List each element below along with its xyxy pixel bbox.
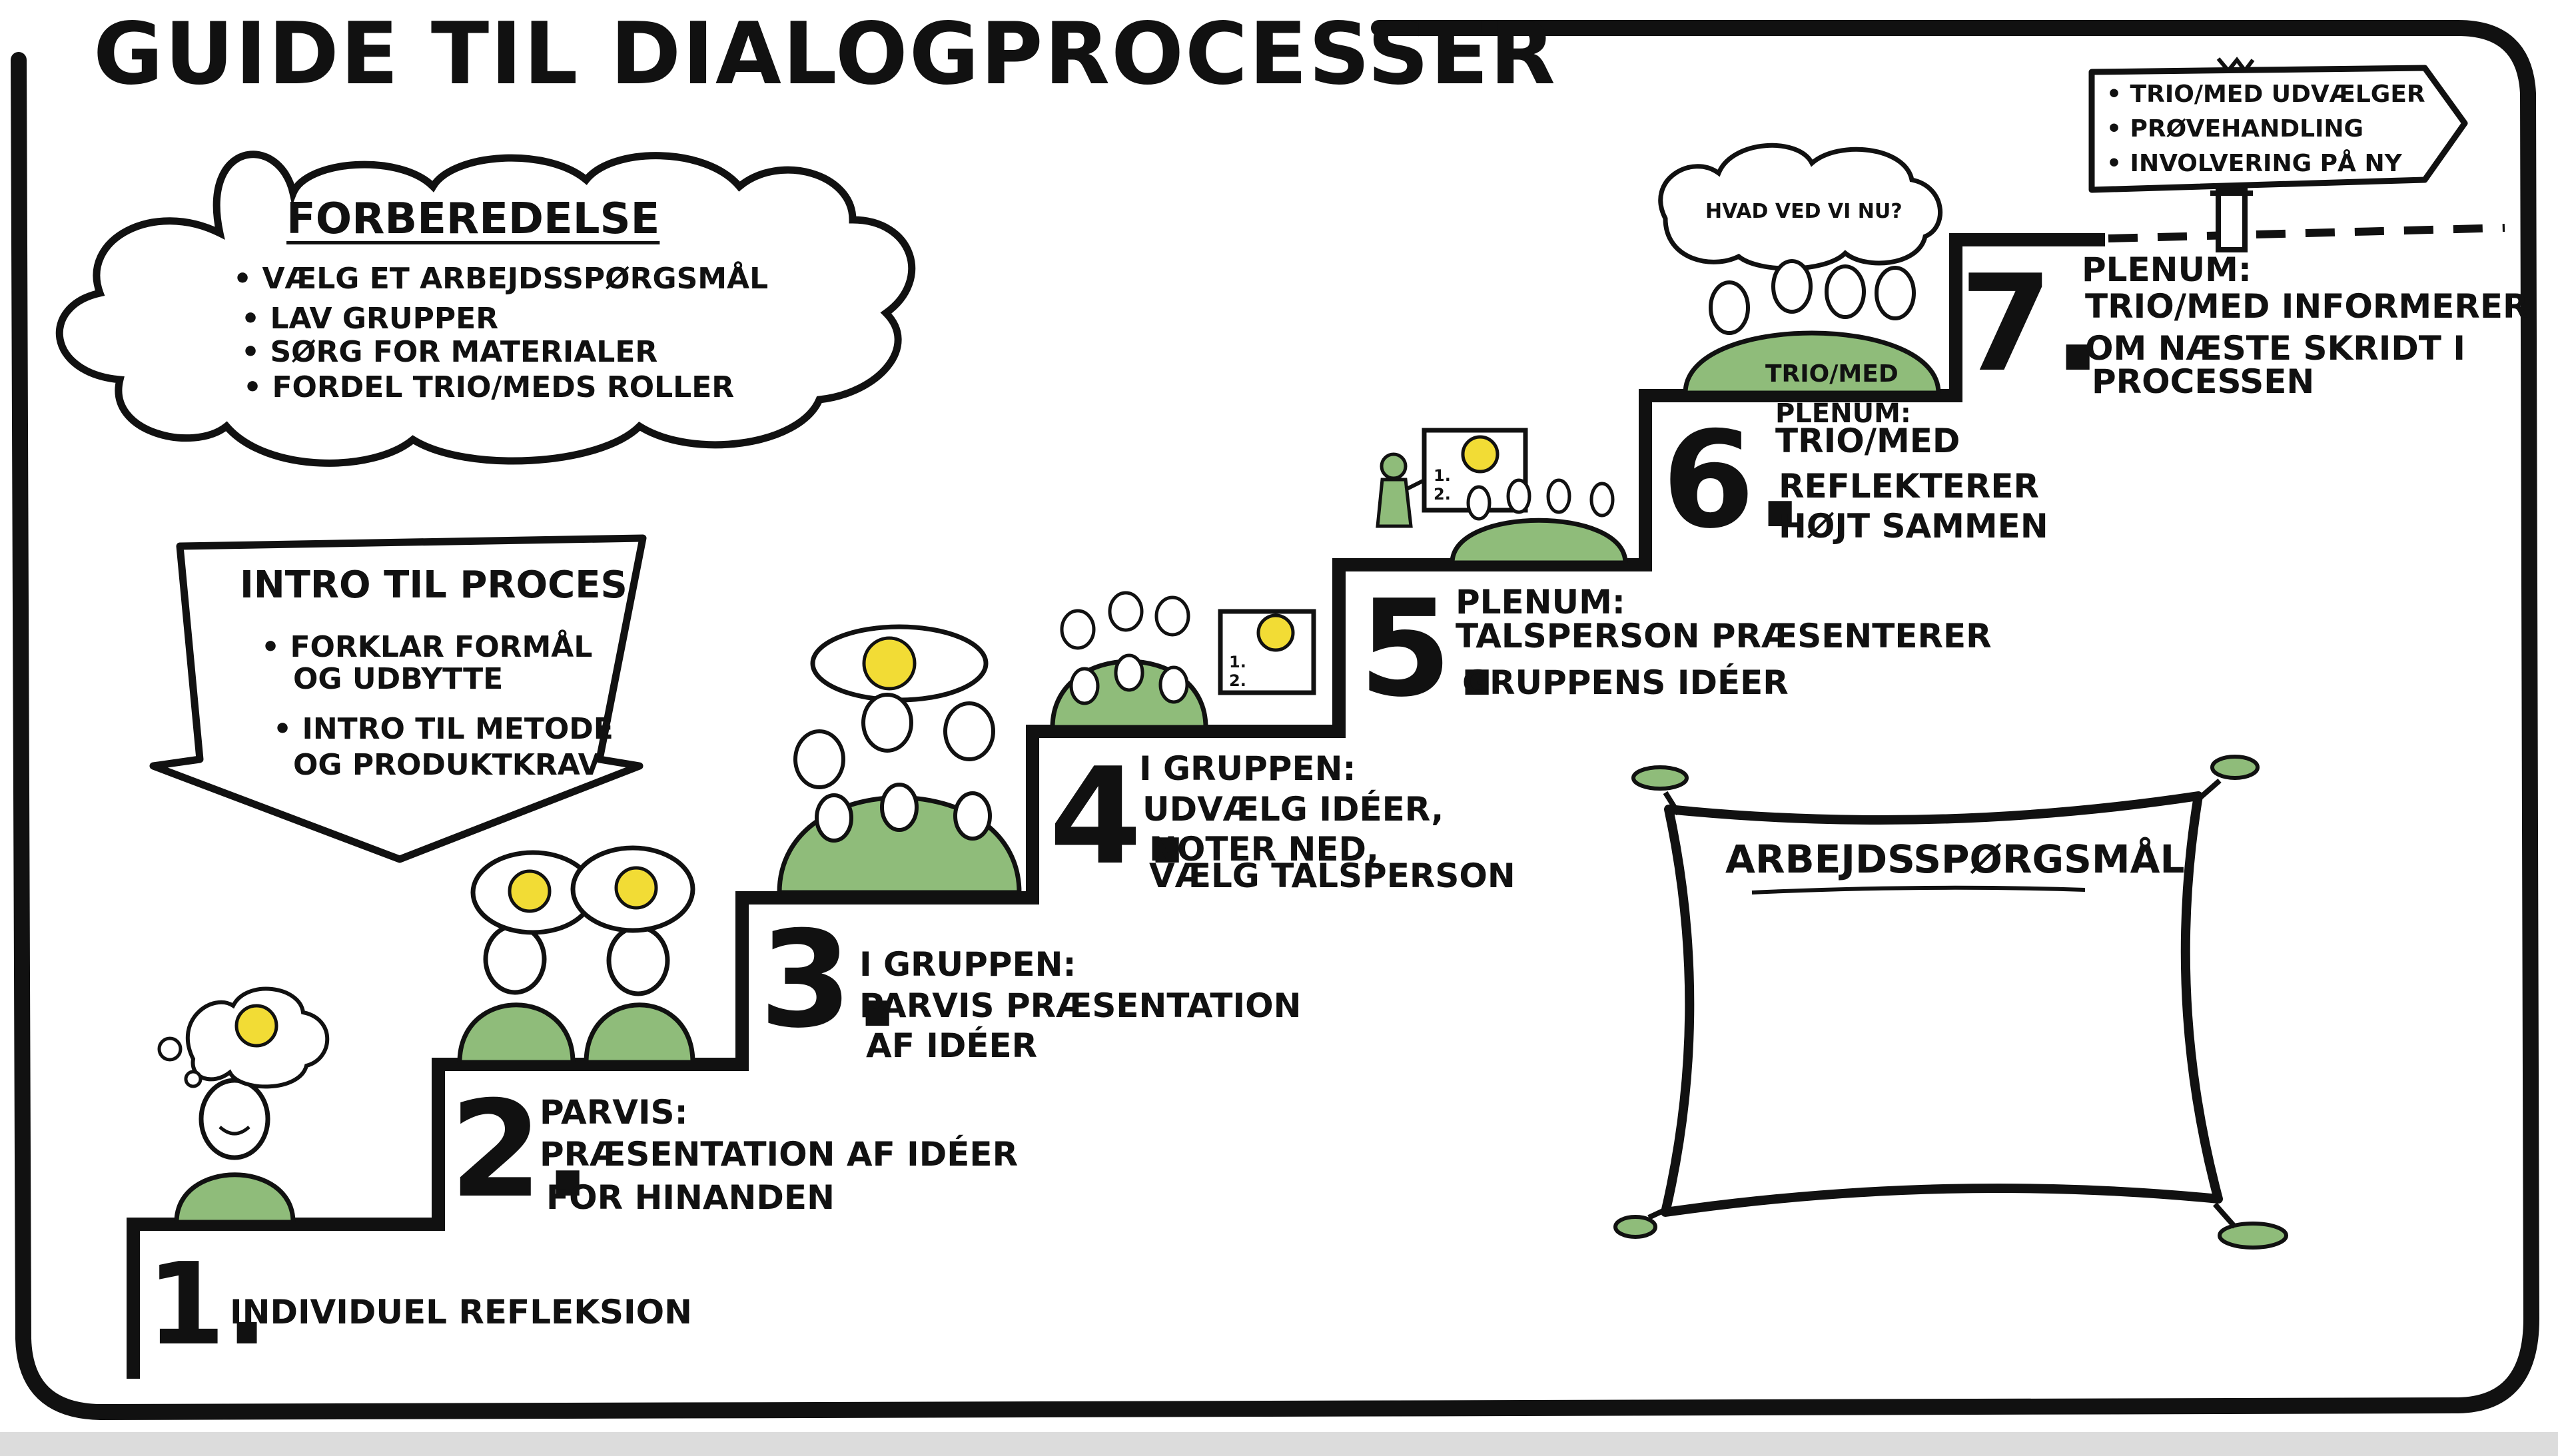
step-heading: PLENUM: — [1775, 398, 1911, 429]
intro-item: OG PRODUKTKRAV — [293, 748, 601, 782]
step-text: REFLEKTERER — [1779, 467, 2039, 506]
step-text: FOR HINANDEN — [546, 1178, 835, 1217]
step2-figures — [457, 845, 695, 1065]
step-number: 4. — [1049, 739, 1193, 895]
signpost-item: • TRIO/MED UDVÆLGER — [2106, 81, 2425, 108]
step-number: 7. — [1960, 246, 2104, 402]
preparation-cloud — [55, 151, 916, 467]
flip-chart-mark: 2. — [1434, 485, 1451, 504]
step-number: 1. — [147, 1239, 268, 1371]
step-number: 2. — [450, 1072, 594, 1228]
step-heading: PARVIS: — [540, 1093, 688, 1132]
signpost-item: • INVOLVERING PÅ NY — [2106, 150, 2402, 177]
step-text: UDVÆLG IDÉER, — [1142, 790, 1444, 829]
flip-chart-mark: 1. — [1434, 466, 1451, 485]
preparation-item: • VÆLG ET ARBEJDSSPØRGSMÅL — [233, 262, 769, 296]
step-text: NOTER NED, — [1149, 830, 1380, 869]
poster-title: GUIDE TIL DIALOGPROCESSER — [93, 5, 1557, 104]
canvas-heading: ARBEJDSSPØRGSMÅL — [1725, 837, 2185, 882]
step1-figure — [157, 986, 330, 1225]
step-text: GRUPPENS IDÉER — [1462, 663, 1789, 702]
staircase — [127, 233, 2105, 1379]
step-text: TRIO/MED — [1775, 422, 1960, 460]
step-text: PARVIS PRÆSENTATION — [859, 986, 1302, 1025]
step-text: PRÆSENTATION AF IDÉER — [540, 1135, 1019, 1174]
work-question-canvas — [1613, 755, 2288, 1250]
step-text: TRIO/MED INFORMERER — [2085, 287, 2529, 326]
speech-bubble-text: HVAD VED VI NU? — [1705, 200, 1903, 223]
trio-med-label: TRIO/MED — [1765, 360, 1899, 388]
intro-arrow-shape — [149, 534, 647, 863]
step4-group — [1050, 591, 1316, 730]
step-text: OM NÆSTE SKRIDT I — [2085, 329, 2465, 368]
preparation-heading: FORBEREDELSE — [286, 194, 660, 244]
step6-trio-group — [1658, 143, 1942, 396]
step-heading: I GRUPPEN: — [1139, 749, 1356, 788]
step-text: PROCESSEN — [2092, 362, 2315, 401]
flip-chart-mark: 1. — [1229, 653, 1246, 671]
step-heading: PLENUM: — [1456, 583, 1625, 621]
step-heading: I GRUPPEN: — [859, 945, 1076, 984]
step-text: VÆLG TALSPERSON — [1149, 857, 1515, 895]
step-number: 5. — [1359, 571, 1503, 727]
step-heading: PLENUM: — [2082, 250, 2252, 289]
intro-item: OG UDBYTTE — [293, 662, 504, 696]
intro-item: • INTRO TIL METODE — [273, 712, 614, 746]
preparation-item: • SØRG FOR MATERIALER — [241, 335, 658, 369]
intro-heading: INTRO TIL PROCES — [240, 563, 628, 607]
step-text: AF IDÉER — [866, 1026, 1038, 1065]
step3-group — [777, 624, 1022, 895]
preparation-item: • LAV GRUPPER — [241, 302, 499, 336]
signpost — [2088, 57, 2468, 252]
step5-presenter — [1376, 428, 1628, 565]
step-number: 3. — [759, 903, 903, 1058]
preparation-item: • FORDEL TRIO/MEDs ROLLER — [243, 370, 735, 404]
flip-chart-mark: 2. — [1229, 671, 1246, 690]
step-number: 6. — [1662, 403, 1806, 558]
step-text: TALSPERSON PRÆSENTERER — [1456, 617, 1992, 655]
intro-item: • FORKLAR FORMÅL — [261, 630, 593, 664]
frame-border — [11, 20, 2540, 1421]
signpost-item: • PRØVEHANDLING — [2106, 115, 2364, 143]
dashed-continuation — [2108, 224, 2505, 242]
step-text: HØJT SAMMEN — [1779, 507, 2048, 546]
step-text: INDIVIDUEL REFLEKSION — [230, 1293, 692, 1331]
